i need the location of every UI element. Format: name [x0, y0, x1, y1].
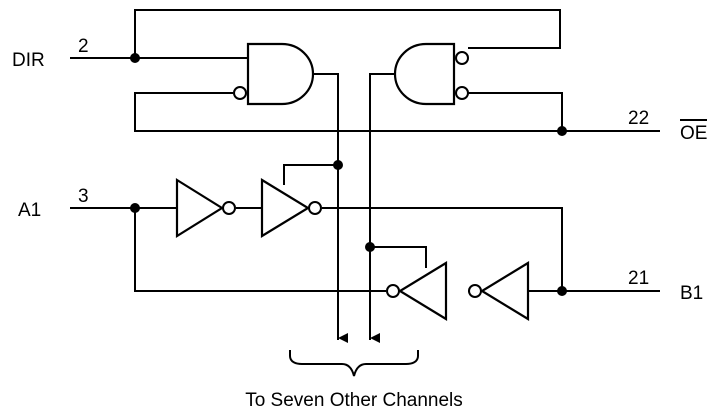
junction-dot: [130, 53, 140, 63]
a1-label: A1: [18, 200, 41, 221]
b-to-a-output-wire: [134, 208, 386, 292]
nand-gate-right-input-bubble-top: [455, 51, 469, 65]
buffer-a1-output-bubble: [222, 201, 236, 215]
buffer-b1-output-bubble: [468, 284, 482, 298]
right-enable-wire: [370, 246, 427, 268]
dir-top-loop-wire: [134, 9, 561, 58]
oe-pin-number: 22: [628, 108, 649, 129]
junction-dot: [557, 286, 567, 296]
junction-dot: [130, 203, 140, 213]
dir-pin-number: 2: [78, 36, 89, 57]
wires: [70, 9, 660, 377]
dir-label: DIR: [12, 50, 45, 71]
oe-to-right-gate-wire: [468, 92, 563, 131]
oe-label: OE: [680, 123, 707, 144]
left-enable-wire: [283, 164, 338, 185]
nand-gate-right: [393, 42, 456, 106]
channels-caption: To Seven Other Channels: [245, 390, 463, 411]
b1-label: B1: [680, 283, 703, 304]
gates: [175, 42, 530, 321]
a-to-b-output-wire: [322, 207, 563, 291]
buffer-b1: [479, 261, 530, 321]
junction-dot: [557, 126, 567, 136]
b1-pin-number: 21: [628, 268, 649, 289]
junction-dot: [365, 242, 375, 252]
junction-dot: [333, 160, 343, 170]
buffer-b-to-a-output-bubble: [386, 284, 400, 298]
nand-gate-left-input-bubble: [233, 86, 247, 100]
buffer-a1: [175, 178, 225, 238]
a1-pin-number: 3: [78, 186, 89, 207]
buffer-a-to-b-output-bubble: [308, 201, 322, 215]
buffer-a-to-b: [260, 178, 311, 238]
buffer-b-to-a: [397, 261, 448, 321]
left-gate-output-wire: [314, 73, 339, 340]
oe-input-wire: [134, 92, 660, 132]
nand-gate-left: [246, 42, 315, 106]
junctions: [130, 53, 567, 296]
channel-brace: [289, 350, 419, 377]
nand-gate-right-input-bubble-bottom: [455, 86, 469, 100]
